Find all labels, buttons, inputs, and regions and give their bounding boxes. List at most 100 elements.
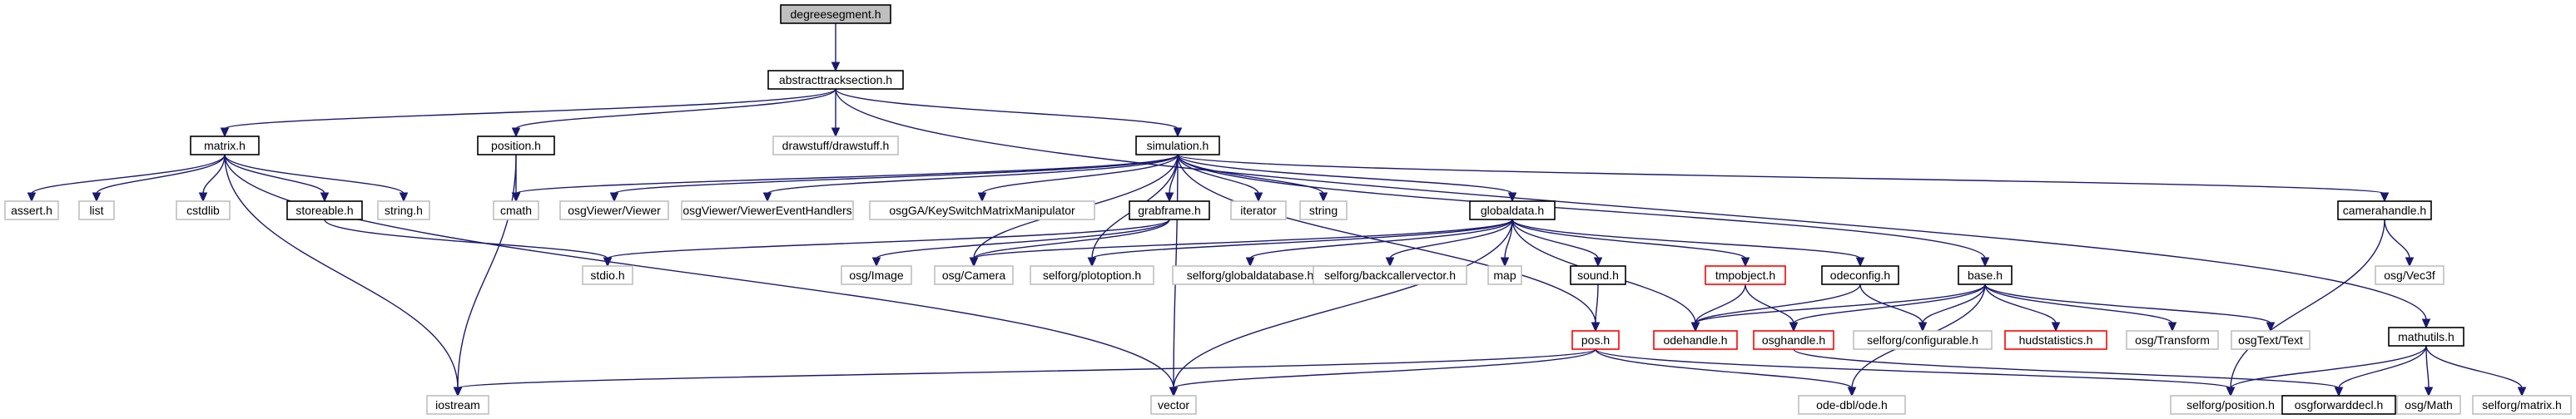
edge-matrix-to-vector [224,154,1174,389]
nodes-layer: degreesegment.h abstracttracksection.h mat… [4,4,2572,415]
node-label-matrix: matrix.h [204,139,246,152]
node-configurable: selforg/configurable.h [1853,330,1993,350]
edge-matrix-to-cstdlib [202,154,226,195]
edge-simulation-to-osgga [981,154,1179,195]
node-mathutils[interactable]: mathutils.h [2388,327,2464,347]
arrowhead-matrix-to-string_h [399,192,409,203]
arrowhead-simulation-to-cmath [511,192,521,203]
edge-mathutils-to-osgfwd [2338,345,2427,389]
node-box-abstracttracksection [767,70,904,90]
edge-abstracttracksection-to-simulation [835,88,1179,130]
arrowhead-degreesegment-to-abstracttracksection [831,62,841,72]
node-base[interactable]: base.h [1958,265,2013,285]
node-label-backcaller: selforg/backcallervector.h [1324,269,1456,282]
node-label-iterator: iterator [1240,204,1277,217]
edges-layer [27,23,2527,397]
arrowhead-pos-to-vector [1169,387,1179,397]
node-hudstatistics[interactable]: hudstatistics.h [2004,330,2107,350]
node-box-hudstatistics [2004,330,2107,350]
arrowhead-abstracttracksection-to-position [511,127,521,138]
edge-osghandle-to-osgfwd [1793,348,2340,389]
node-box-list [78,200,115,220]
node-box-mathutils [2388,327,2464,347]
node-odeconfig[interactable]: odeconfig.h [1821,265,1899,285]
node-cmath: cmath [493,200,539,220]
node-label-odeconfig: odeconfig.h [1830,269,1890,282]
node-storeable[interactable]: storeable.h [286,200,363,220]
edge-grabframe-to-osgcamera [973,219,1170,259]
node-globaldatabase: selforg/globaldatabase.h [1172,265,1328,285]
node-label-drawstuff: drawstuff/drawstuff.h [782,139,890,152]
node-degreesegment[interactable]: degreesegment.h [780,4,891,24]
node-box-assert [4,200,59,220]
node-globaldata[interactable]: globaldata.h [1469,200,1556,220]
node-label-hudstatistics: hudstatistics.h [2019,333,2093,347]
node-label-selfposition: selforg/position.h [2186,398,2275,412]
node-box-pos [1571,330,1620,350]
node-box-osgcamera [934,265,1014,285]
node-pos[interactable]: pos.h [1571,330,1620,350]
node-box-osgimage [841,265,912,285]
node-label-pos: pos.h [1581,333,1610,347]
node-box-matrix [190,136,260,155]
node-label-globaldata: globaldata.h [1481,204,1544,217]
edge-globaldata-to-vector [1173,219,1513,389]
node-osgtext: osgText/Text [2231,330,2310,350]
node-grabframe[interactable]: grabframe.h [1129,200,1210,220]
edge-base-to-osghandle [1793,283,1986,324]
node-box-sound [1570,265,1626,285]
arrowhead-base-to-osghandle [1789,322,1799,333]
node-matrix[interactable]: matrix.h [190,136,260,155]
node-backcaller: selforg/backcallervector.h [1313,265,1467,285]
node-box-osgfwd [2281,395,2396,415]
node-odedbl: ode-dbl/ode.h [1798,395,1906,415]
node-label-osgcamera: osg/Camera [942,269,1005,282]
edge-base-to-odehandle [1695,283,1986,324]
node-label-osgfwd: osgforwarddecl.h [2295,398,2384,412]
edge-storeable-to-stdio [324,219,608,259]
edge-matrix-to-list [96,154,226,195]
node-box-backcaller [1313,265,1467,285]
node-label-osgmath: osg/Math [2405,398,2453,412]
node-osgimage: osg/Image [841,265,912,285]
node-box-selfmatrix [2472,395,2572,415]
node-osgfwd[interactable]: osgforwarddecl.h [2281,395,2396,415]
node-box-position [477,136,555,155]
node-box-osgvec3f [2375,265,2444,285]
node-abstracttracksection[interactable]: abstracttracksection.h [767,70,904,90]
arrowhead-camerahandle-to-osgvec3f [2405,257,2415,268]
node-label-degreesegment: degreesegment.h [791,7,881,21]
node-label-assert: assert.h [11,204,52,217]
node-label-mathutils: mathutils.h [2398,330,2454,343]
node-odehandle[interactable]: odehandle.h [1653,330,1738,350]
node-label-string_h: string.h [385,204,423,217]
edge-simulation-to-osgviewerevt [767,154,1179,195]
node-osghandle[interactable]: osghandle.h [1753,330,1834,350]
edge-simulation-to-osgviewer [613,154,1179,195]
arrowhead-sound-to-pos [1591,322,1601,333]
node-position[interactable]: position.h [477,136,555,155]
edge-mathutils-to-selfmatrix [2425,345,2523,389]
node-label-osgtext: osgText/Text [2238,333,2303,347]
node-tmpobject[interactable]: tmpobject.h [1705,265,1786,285]
node-box-cmath [493,200,539,220]
node-camerahandle[interactable]: camerahandle.h [2337,200,2432,220]
arrowhead-simulation-to-base [1980,257,1990,268]
edge-camerahandle-to-selfposition [2230,219,2385,389]
node-vector: vector [1150,395,1197,415]
edge-globaldata-to-osgcamera [973,219,1513,259]
arrowhead-simulation-to-string [1318,192,1328,203]
node-simulation[interactable]: simulation.h [1135,136,1220,155]
node-box-cstdlib [176,200,231,220]
arrowhead-matrix-to-assert [27,192,37,203]
edge-simulation-to-globaldata [1177,154,1513,195]
arrowhead-matrix-to-storeable [320,192,330,203]
edge-globaldata-to-tmpobject [1511,219,1746,259]
node-sound[interactable]: sound.h [1570,265,1626,285]
edge-abstracttracksection-to-matrix [224,88,836,130]
edge-globaldata-to-plotoption [1091,219,1513,259]
edge-pos-to-iostream [457,348,1596,389]
edge-grabframe-to-stdio [607,219,1170,259]
node-label-odedbl: ode-dbl/ode.h [1816,398,1888,412]
node-label-map: map [1493,269,1516,282]
